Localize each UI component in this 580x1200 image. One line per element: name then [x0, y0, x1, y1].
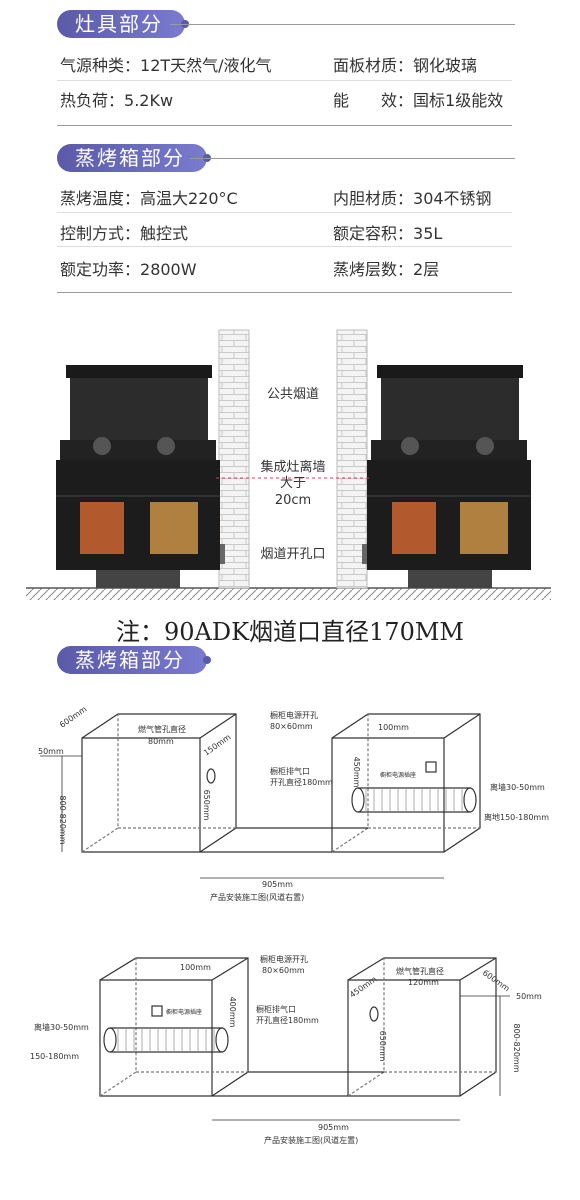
steam-section-title: 蒸烤箱部分 — [57, 144, 211, 172]
spec-panel: 面板材质：钢化玻璃 — [333, 52, 477, 76]
stove-section-title-text: 灶具部分 — [75, 12, 163, 36]
dim-socket-height: 100mm — [378, 723, 409, 732]
dim-power-hole: 80×60mm — [262, 966, 305, 975]
integrated-stove-left — [56, 365, 220, 588]
spec-temperature: 蒸烤温度：高温大220°C — [60, 185, 238, 209]
spec-value: 35L — [413, 224, 443, 243]
spec-label: 额定容积： — [333, 224, 414, 243]
floor-hatch — [26, 588, 551, 600]
install-section-title: 蒸烤箱部分 — [57, 646, 211, 674]
dim-width: 905mm — [262, 880, 293, 889]
spec-label: 内胆材质： — [333, 189, 414, 208]
title-dot-icon — [203, 656, 211, 664]
label-distance-3: 20cm — [275, 493, 311, 508]
row-divider — [57, 212, 512, 213]
label-public-flue: 公共烟道 — [267, 387, 319, 402]
install-diagram-right: 600mm 50mm 800-820mm 燃气管孔直径 80mm 150mm 6… — [38, 704, 549, 902]
spec-label: 控制方式： — [60, 224, 141, 243]
label-socket: 橱柜电源插座 — [380, 771, 416, 779]
dim-wall: 离墙30-50mm — [490, 782, 545, 792]
section-divider — [57, 292, 512, 293]
spec-label: 气源种类： — [60, 56, 141, 75]
dim-height: 800-820mm — [512, 1023, 521, 1072]
dim-floor: 150-180mm — [30, 1052, 79, 1061]
steam-section-title-text: 蒸烤箱部分 — [75, 146, 185, 170]
spec-power: 额定功率：2800W — [60, 256, 197, 280]
spec-label: 面板材质： — [333, 56, 414, 75]
dim-top: 50mm — [516, 992, 542, 1001]
dim-gas-pipe: 80mm — [148, 737, 174, 746]
title-rule — [190, 158, 515, 159]
spec-value: 国标1级能效 — [413, 91, 504, 110]
dim-width: 905mm — [318, 1123, 349, 1132]
label-gas-pipe: 燃气管孔直径 — [396, 966, 444, 976]
spec-capacity: 额定容积：35L — [333, 220, 442, 244]
spec-label: 额定功率： — [60, 260, 141, 279]
spec-label: 热负荷： — [60, 91, 125, 110]
dim-depth: 600mm — [58, 704, 89, 729]
spec-liner: 内胆材质：304不锈钢 — [333, 185, 492, 209]
label-flue-hole: 烟道开孔口 — [260, 547, 325, 562]
label-distance-2: 大于 — [280, 476, 306, 491]
spec-heat-load: 热负荷：5.2Kw — [60, 87, 173, 111]
dim-socket-height: 100mm — [180, 963, 211, 972]
label-exhaust: 橱柜排气口 — [256, 1004, 296, 1014]
integrated-stove-right — [367, 365, 531, 588]
spec-value: 12T天然气/液化气 — [140, 56, 272, 75]
label-exhaust: 橱柜排气口 — [270, 766, 310, 776]
label-gas-pipe: 燃气管孔直径 — [138, 724, 186, 734]
spec-value: 钢化玻璃 — [413, 56, 478, 75]
spec-label: 蒸烤层数： — [333, 260, 414, 279]
spec-layers: 蒸烤层数：2层 — [333, 256, 439, 280]
title-rule — [170, 24, 515, 25]
section-divider — [57, 125, 512, 126]
spec-label: 能 效： — [333, 91, 414, 110]
spec-gas-type: 气源种类：12T天然气/液化气 — [60, 52, 272, 76]
row-divider — [57, 80, 512, 81]
dim-exhaust-height: 400mm — [228, 997, 237, 1028]
spec-label: 蒸烤温度： — [60, 189, 141, 208]
label-power-hole: 橱柜电源开孔 — [260, 954, 308, 964]
label-distance-1: 集成灶离墙 — [260, 459, 325, 475]
label-socket: 橱柜电源插座 — [166, 1008, 202, 1016]
diagram-caption-left: 产品安装施工图(风道左置) — [264, 1135, 358, 1145]
dim-gas-height: 650mm — [378, 1031, 387, 1062]
dim-height: 800-820mm — [58, 795, 67, 844]
dim-power-hole: 80×60mm — [270, 722, 313, 731]
diagram-caption-right: 产品安装施工图(风道右置) — [210, 892, 304, 902]
dim-gas-height: 650mm — [202, 790, 211, 821]
dim-side: 150mm — [202, 732, 233, 757]
flue-note: 注：90ADK烟道口直径170MM — [116, 618, 464, 646]
dim-floor: 离地150-180mm — [484, 812, 549, 822]
spec-value: 5.2Kw — [124, 91, 174, 110]
dim-wall: 离墙30-50mm — [34, 1022, 89, 1032]
dim-exhaust-height: 450mm — [352, 757, 361, 788]
spec-value: 2层 — [413, 260, 440, 279]
spec-value: 304不锈钢 — [413, 189, 492, 208]
spec-control: 控制方式：触控式 — [60, 220, 188, 244]
dim-exhaust: 开孔直径180mm — [270, 777, 333, 787]
spec-value: 高温大220°C — [140, 189, 238, 208]
spec-value: 2800W — [140, 260, 197, 279]
spec-value: 触控式 — [140, 224, 189, 243]
install-section-title-text: 蒸烤箱部分 — [75, 648, 185, 672]
install-diagram-left: 100mm 橱柜电源开孔 80×60mm 橱柜电源插座 橱柜排气口 开孔直径18… — [30, 954, 542, 1145]
dim-top: 50mm — [38, 747, 64, 756]
dim-exhaust: 开孔直径180mm — [256, 1015, 319, 1025]
dim-side: 450mm — [348, 974, 379, 999]
stove-section-title: 灶具部分 — [57, 10, 189, 38]
label-power-hole: 橱柜电源开孔 — [270, 710, 318, 720]
installation-photo: 公共烟道 集成灶离墙 大于 20cm 烟道开孔口 — [26, 329, 551, 600]
dim-gas-pipe: 120mm — [408, 978, 439, 987]
spec-efficiency: 能 效：国标1级能效 — [333, 87, 503, 111]
row-divider — [57, 246, 512, 247]
